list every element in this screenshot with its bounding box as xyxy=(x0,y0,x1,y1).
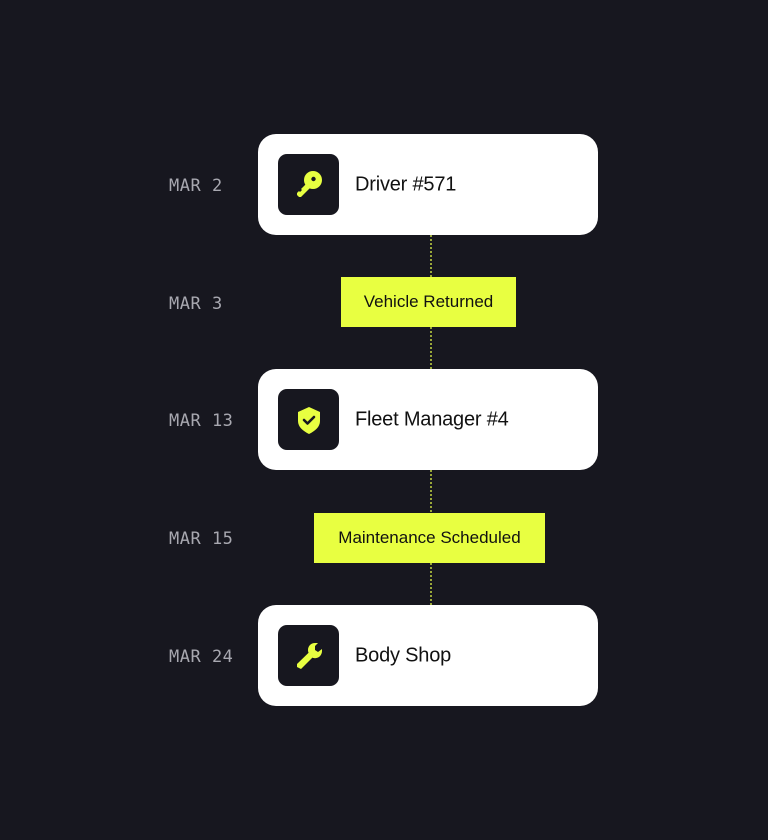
timeline-card-driver[interactable]: Driver #571 xyxy=(258,134,598,235)
date-label: MAR 24 xyxy=(169,647,234,667)
date-label: MAR 3 xyxy=(169,294,223,314)
timeline-connector xyxy=(430,327,432,369)
date-label: MAR 15 xyxy=(169,529,234,549)
card-label: Body Shop xyxy=(355,644,452,666)
key-icon xyxy=(278,154,339,215)
timeline-card-fleet-manager[interactable]: Fleet Manager #4 xyxy=(258,369,598,470)
wrench-icon xyxy=(278,625,339,686)
timeline-card-body-shop[interactable]: Body Shop xyxy=(258,605,598,706)
card-label: Driver #571 xyxy=(355,173,457,195)
event-maintenance-scheduled[interactable]: Maintenance Scheduled xyxy=(314,513,545,563)
date-label: MAR 2 xyxy=(169,176,223,196)
timeline-connector xyxy=(430,235,432,277)
date-label: MAR 13 xyxy=(169,411,234,431)
shield-check-icon xyxy=(278,389,339,450)
card-label: Fleet Manager #4 xyxy=(355,408,509,430)
timeline-connector xyxy=(430,470,432,512)
event-vehicle-returned[interactable]: Vehicle Returned xyxy=(341,277,516,327)
timeline-connector xyxy=(430,563,432,605)
